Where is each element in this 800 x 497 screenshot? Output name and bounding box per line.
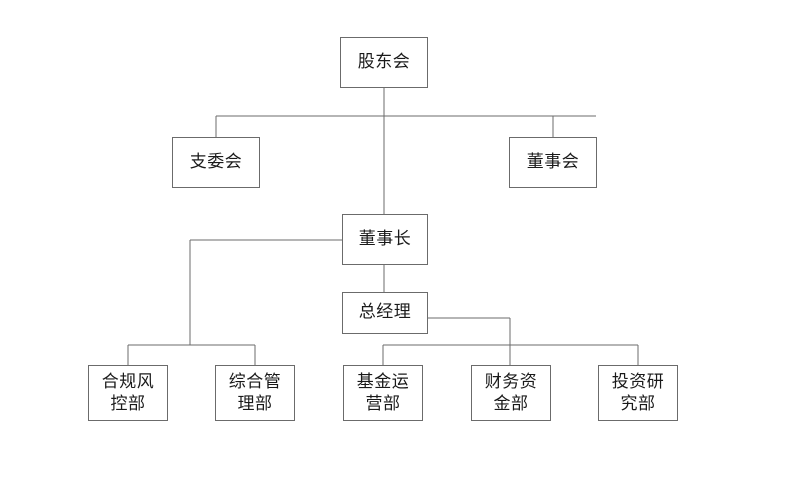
org-node-chairman: 董事长 <box>342 214 428 265</box>
org-node-compliance-risk-dept: 合规风 控部 <box>88 365 168 421</box>
org-node-label: 董事会 <box>526 151 580 172</box>
org-node-label: 总经理 <box>358 302 412 323</box>
org-node-board-of-directors: 董事会 <box>509 137 597 188</box>
org-node-finance-treasury-dept: 财务资 金部 <box>471 365 551 421</box>
org-node-shareholders-meeting: 股东会 <box>340 37 428 88</box>
org-node-label: 合规风 控部 <box>101 371 155 414</box>
org-node-label: 综合管 理部 <box>228 371 282 414</box>
org-node-general-manager: 总经理 <box>342 292 428 334</box>
org-node-label: 董事长 <box>358 228 412 249</box>
org-node-label: 基金运 营部 <box>356 371 410 414</box>
org-node-party-branch-committee: 支委会 <box>172 137 260 188</box>
org-node-label: 股东会 <box>357 51 411 72</box>
org-node-label: 财务资 金部 <box>484 371 538 414</box>
org-node-label: 支委会 <box>189 151 243 172</box>
org-node-general-admin-dept: 综合管 理部 <box>215 365 295 421</box>
org-node-label: 投资研 究部 <box>611 371 665 414</box>
org-node-investment-research-dept: 投资研 究部 <box>598 365 678 421</box>
org-node-fund-operations-dept: 基金运 营部 <box>343 365 423 421</box>
